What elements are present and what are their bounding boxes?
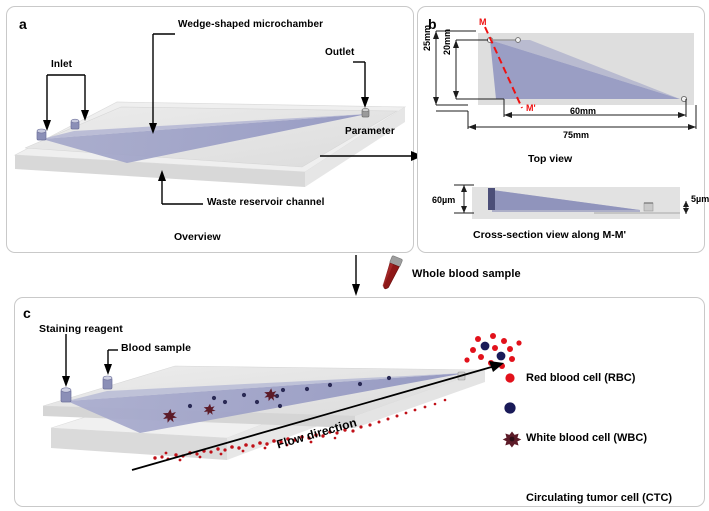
panel-a-caption: Overview	[174, 231, 221, 243]
panel-b: b	[417, 6, 709, 253]
top-view-diagram	[478, 26, 694, 109]
leader-outlet	[353, 61, 369, 108]
navy-circle-icon	[504, 402, 516, 414]
label-outlet: Outlet	[325, 47, 355, 58]
label-dim-75mm: 75mm	[563, 130, 590, 140]
label-staining-reagent: Staining reagent	[39, 323, 123, 335]
blood-sample-transition: Whole blood sample	[344, 253, 574, 299]
leader-inlet	[43, 74, 89, 131]
section-line-mm	[484, 26, 523, 109]
panel-b-caption-bottom: Cross-section view along M-M'	[473, 229, 627, 241]
label-inlet: Inlet	[51, 59, 73, 70]
label-wedge-microchamber: Wedge-shaped microchamber	[178, 19, 324, 30]
leader-blood-sample	[104, 349, 118, 375]
label-blood-sample: Blood sample	[121, 342, 192, 354]
leader-waste	[158, 170, 203, 205]
dimension-75mm	[436, 105, 697, 130]
panel-c-illustration	[42, 333, 522, 471]
cross-section-diagram	[472, 187, 680, 219]
blood-tube-icon	[382, 255, 403, 290]
maroon-star-icon	[502, 431, 522, 448]
cells-in-chamber	[162, 375, 392, 423]
label-whole-blood-sample: Whole blood sample	[412, 268, 521, 280]
red-circle-icon	[505, 373, 515, 383]
panel-c: c	[14, 297, 705, 507]
dimension-60mm	[503, 99, 687, 118]
label-section-m-prime: M'	[526, 103, 536, 113]
label-dim-60mm: 60mm	[570, 106, 597, 116]
panel-a: a	[6, 6, 414, 253]
legend-label-rbc: Red blood cell (RBC)	[526, 372, 636, 384]
parameter-transition: Parameter	[318, 126, 428, 170]
leader-staining-reagent	[62, 334, 70, 387]
wedge-microchamber	[42, 114, 367, 163]
parameter-arrow-icon	[320, 151, 423, 161]
dimension-60um	[454, 184, 474, 214]
outlet-port	[361, 108, 370, 118]
legend-label-ctc: Circulating tumor cell (CTC)	[526, 492, 673, 504]
down-arrow-icon	[352, 255, 360, 296]
leader-microchamber	[149, 33, 175, 134]
label-waste-reservoir: Waste reservoir channel	[207, 197, 325, 208]
dimension-25mm	[433, 30, 476, 106]
label-dim-60um: 60µm	[432, 195, 456, 205]
dimension-20mm	[453, 39, 504, 100]
panel-b-label: b	[428, 16, 437, 32]
dimension-5um	[683, 201, 689, 214]
inlet-ports	[36, 118, 80, 141]
cell-legend: Red blood cell (RBC) White blood cell (W…	[502, 370, 697, 504]
label-dim-20mm: 20mm	[442, 28, 452, 55]
panel-a-label: a	[19, 16, 27, 32]
panel-b-illustration	[433, 26, 697, 219]
panel-b-caption-top: Top view	[528, 153, 573, 165]
panel-c-label: c	[23, 305, 31, 321]
panel-a-illustration	[13, 33, 407, 205]
label-parameter: Parameter	[345, 126, 395, 137]
label-dim-25mm: 25mm	[422, 24, 432, 51]
label-section-m: M	[479, 17, 487, 27]
legend-label-wbc: White blood cell (WBC)	[526, 432, 647, 444]
flow-direction-arrow	[131, 361, 504, 471]
label-dim-5um: 5µm	[691, 194, 709, 204]
inlet-ports-c	[60, 375, 113, 403]
